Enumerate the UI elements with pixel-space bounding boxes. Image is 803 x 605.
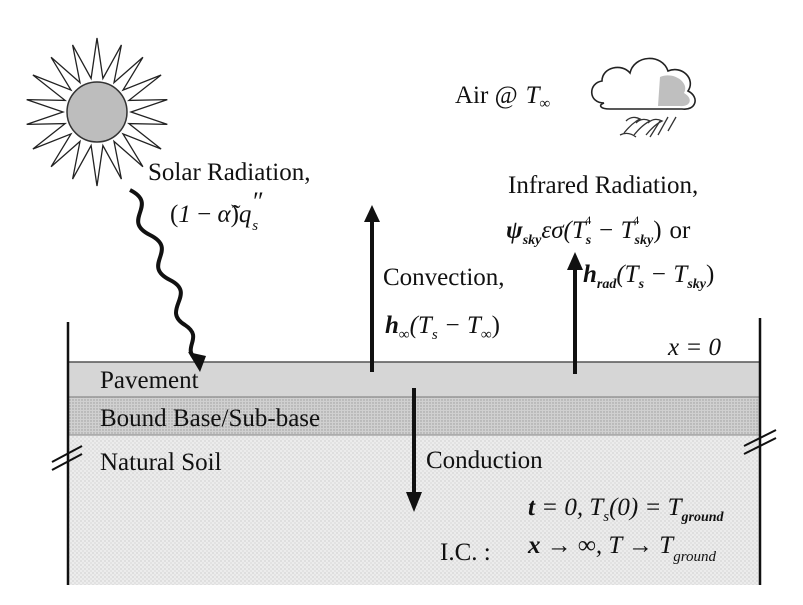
convection-title: Convection, bbox=[383, 264, 505, 291]
right-break-mark-1 bbox=[743, 429, 777, 447]
convection-arrowhead bbox=[364, 205, 380, 222]
conduction-arrowhead bbox=[406, 492, 422, 512]
infrared-arrowhead bbox=[567, 252, 583, 270]
solar-radiation-title: Solar Radiation, bbox=[148, 159, 310, 186]
solar-radiation-arrow bbox=[129, 188, 199, 362]
cloud-rain-icon bbox=[590, 57, 696, 138]
soil-label: Natural Soil bbox=[100, 449, 222, 476]
rain-strokes bbox=[619, 116, 677, 138]
ic-condition-1: t = 0, Ts(0) = Tground bbox=[528, 494, 725, 525]
base-label: Bound Base/Sub-base bbox=[100, 405, 320, 432]
sun-icon bbox=[26, 37, 168, 187]
convection-formula: h∞(Ts − T∞) bbox=[385, 312, 500, 343]
conduction-label: Conduction bbox=[426, 447, 543, 474]
ic-condition-2: x → ∞, T → Tground bbox=[527, 532, 716, 565]
pavement-label: Pavement bbox=[100, 367, 199, 394]
air-label: Air @T∞ bbox=[455, 82, 551, 112]
infrared-radiation-title: Infrared Radiation, bbox=[508, 172, 698, 199]
left-break-mark-2 bbox=[51, 453, 83, 471]
right-break-mark-2 bbox=[743, 437, 777, 455]
infrared-formula-1: ψskyεσ(Ts4 − Tsky4)or bbox=[506, 213, 691, 248]
cloud-shade bbox=[658, 75, 690, 107]
infrared-formula-2: hrad(Ts − Tsky) bbox=[583, 261, 714, 292]
sun-disc bbox=[66, 81, 128, 143]
x-equals-zero-label: x = 0 bbox=[667, 334, 721, 361]
solar-arrowhead bbox=[188, 352, 206, 372]
solar-radiation-formula: (1 − α̃)q″s bbox=[170, 187, 263, 234]
left-break-mark-1 bbox=[51, 445, 83, 463]
ic-label: I.C. : bbox=[440, 539, 491, 566]
